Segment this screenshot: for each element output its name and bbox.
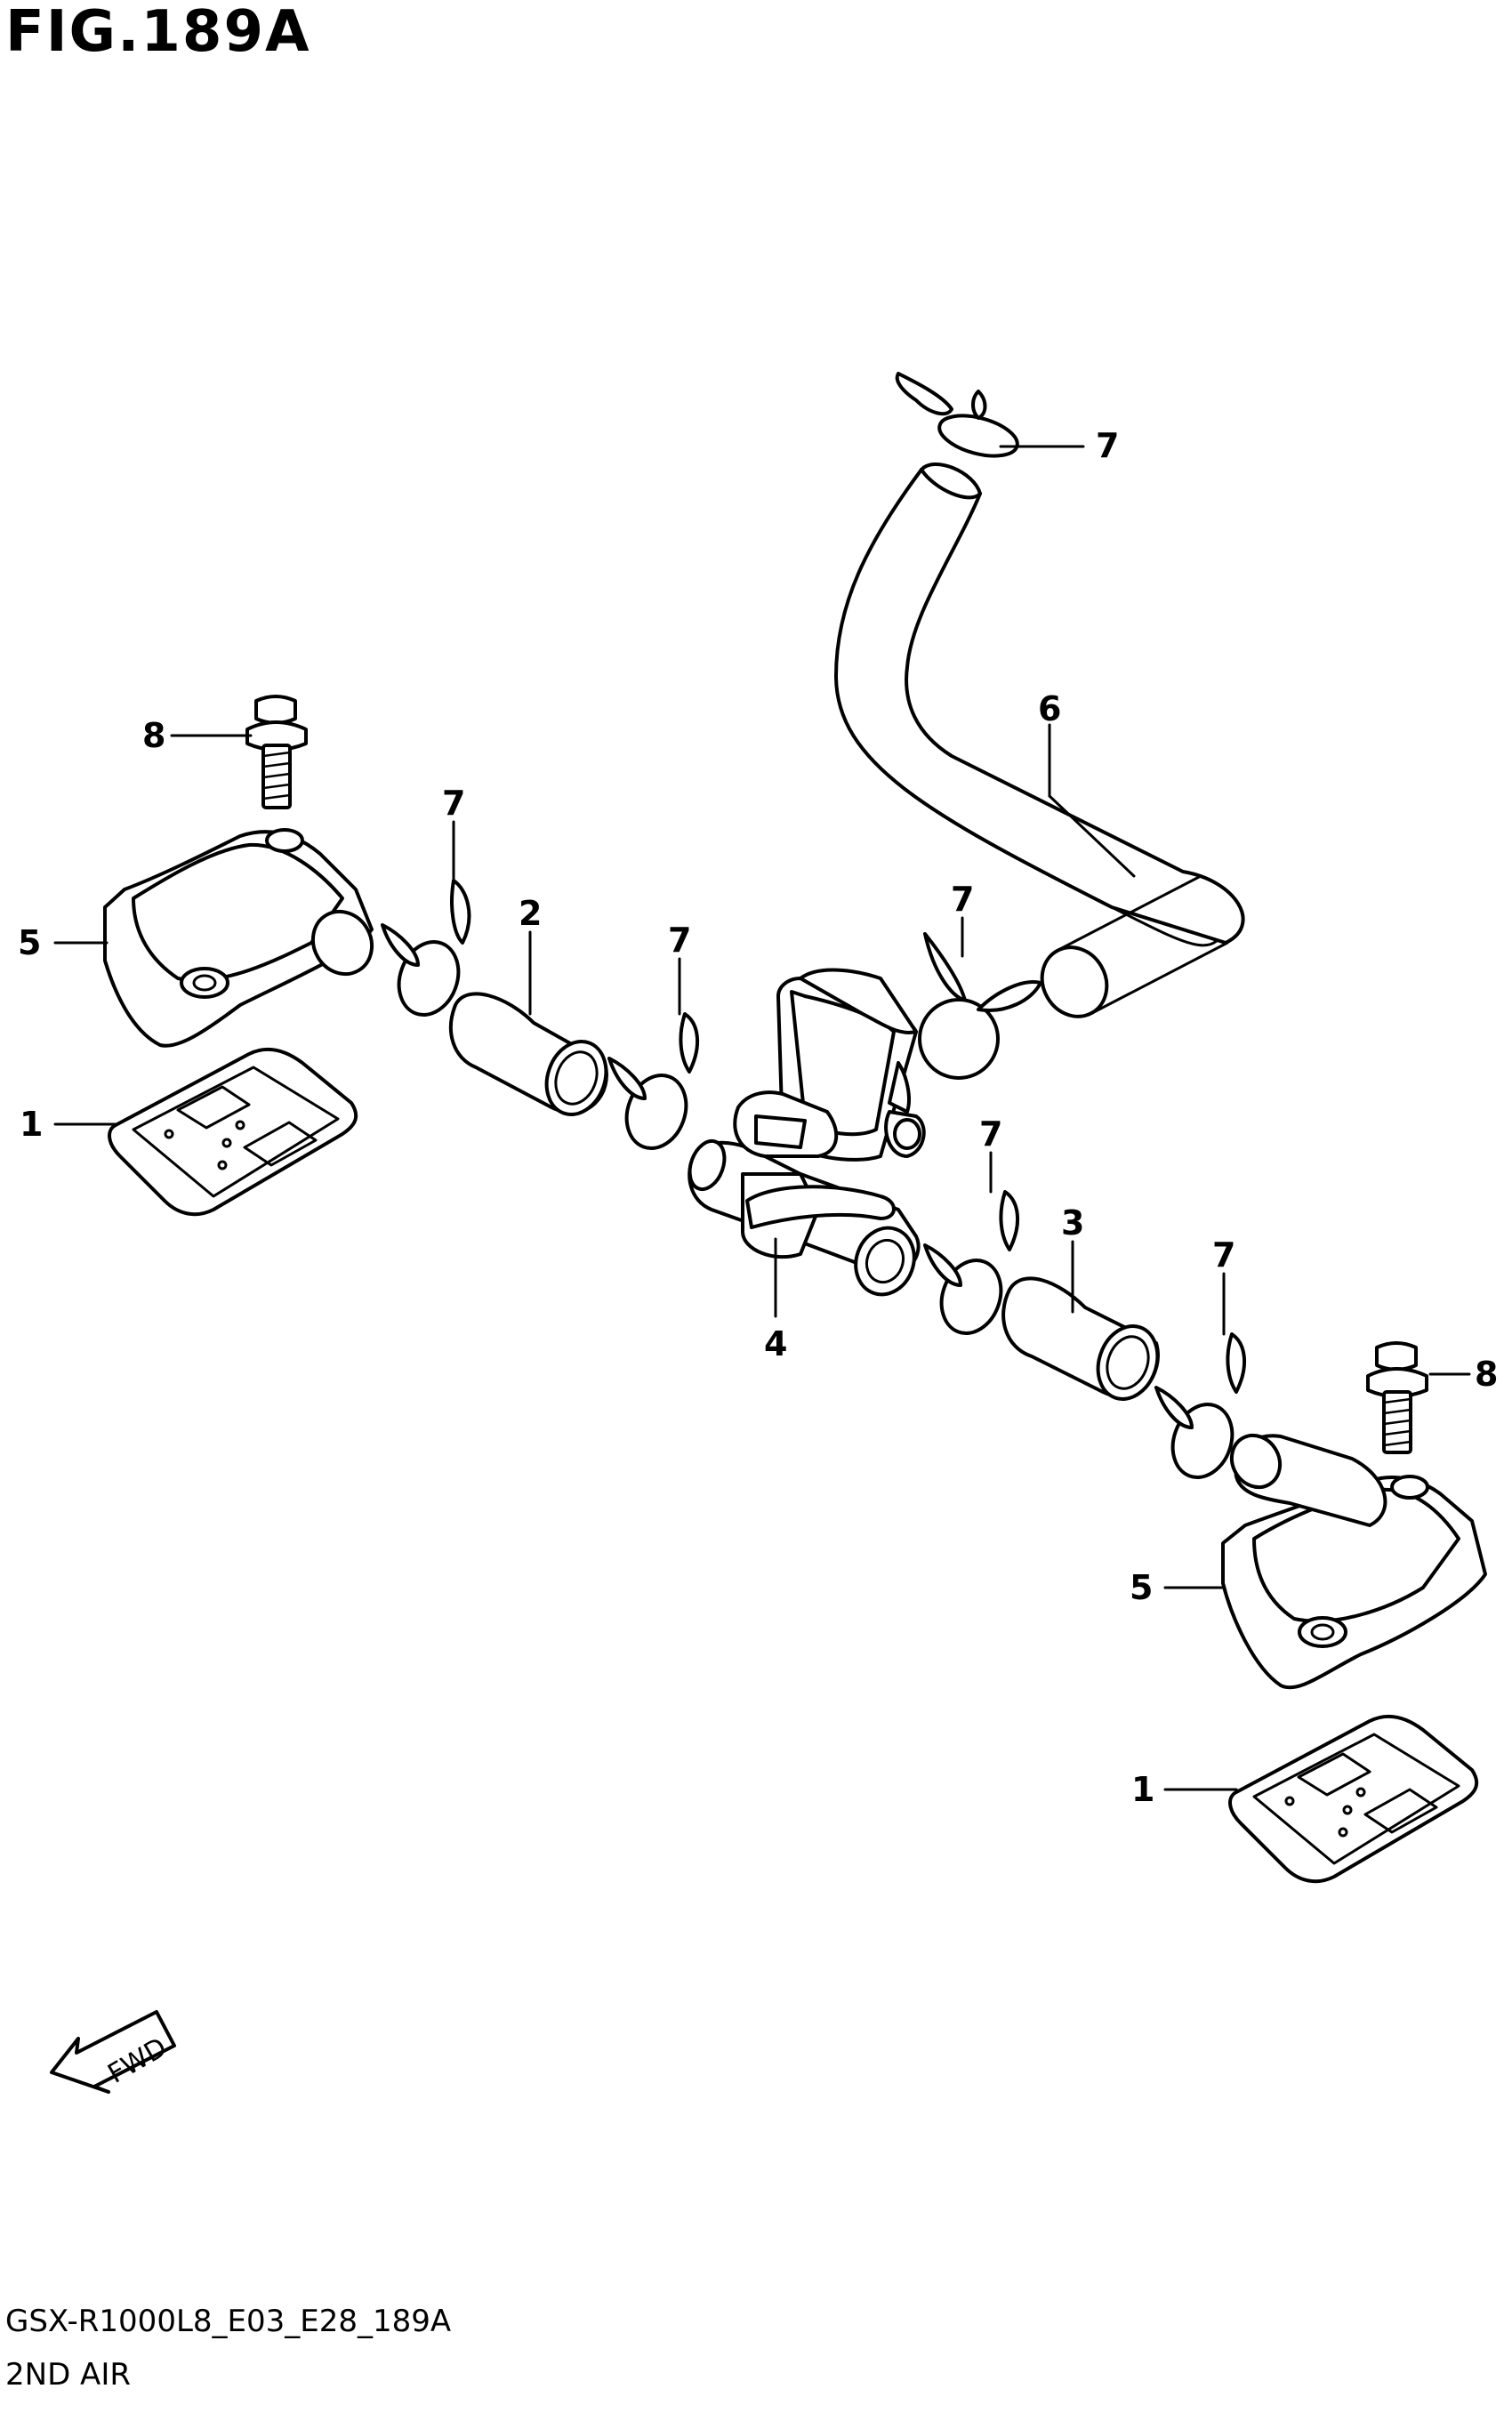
callout-1-right: 1 bbox=[1131, 1770, 1154, 1809]
callout-7-c: 7 bbox=[951, 880, 974, 919]
bolt-8-right bbox=[1366, 1341, 1428, 1454]
callout-7-b: 7 bbox=[668, 921, 691, 960]
reed-plate-1-right bbox=[1228, 1714, 1479, 1884]
callout-7-e: 7 bbox=[1212, 1235, 1235, 1275]
callout-8-left: 8 bbox=[142, 716, 165, 755]
callout-7-top: 7 bbox=[1096, 426, 1119, 465]
figure-name: 2ND AIR bbox=[5, 2357, 131, 2393]
bolt-8-left bbox=[245, 695, 308, 809]
callout-5-right: 5 bbox=[1130, 1568, 1153, 1607]
hose-2 bbox=[448, 992, 608, 1116]
callout-8-right: 8 bbox=[1475, 1355, 1498, 1394]
hose-3 bbox=[1001, 1276, 1160, 1401]
clamp-7-e bbox=[1154, 1332, 1247, 1479]
figure-title: FIG.189A bbox=[5, 0, 311, 65]
callout-labels: 7 6 8 7 5 2 7 7 1 4 7 3 7 8 5 1 bbox=[18, 426, 1498, 1809]
callout-7-a: 7 bbox=[442, 784, 465, 823]
callout-7-d: 7 bbox=[979, 1114, 1002, 1154]
callout-4: 4 bbox=[764, 1324, 787, 1363]
reed-valve-cover-5-right bbox=[1221, 1433, 1487, 1690]
reed-valve-cover-5-left bbox=[103, 828, 374, 1048]
leader-lines bbox=[53, 445, 1471, 1791]
clamp-7-a bbox=[381, 879, 471, 1017]
figure-code: GSX-R1000L8_E03_E28_189A bbox=[5, 2304, 452, 2339]
callout-2: 2 bbox=[519, 894, 542, 933]
reed-plate-1-left bbox=[108, 1047, 358, 1217]
clamp-7-d bbox=[923, 1190, 1020, 1335]
clamp-7-c bbox=[918, 932, 1042, 1080]
callout-1-left: 1 bbox=[20, 1105, 43, 1144]
hose-6 bbox=[834, 462, 1245, 1018]
callout-5-left: 5 bbox=[18, 923, 41, 962]
callout-3: 3 bbox=[1061, 1203, 1084, 1243]
clamp-7-top bbox=[895, 372, 1019, 458]
solenoid-valve-4 bbox=[688, 968, 926, 1297]
clamp-7-b bbox=[607, 1012, 700, 1150]
callout-6: 6 bbox=[1038, 689, 1061, 728]
fwd-arrow: FWD bbox=[50, 2010, 176, 2094]
